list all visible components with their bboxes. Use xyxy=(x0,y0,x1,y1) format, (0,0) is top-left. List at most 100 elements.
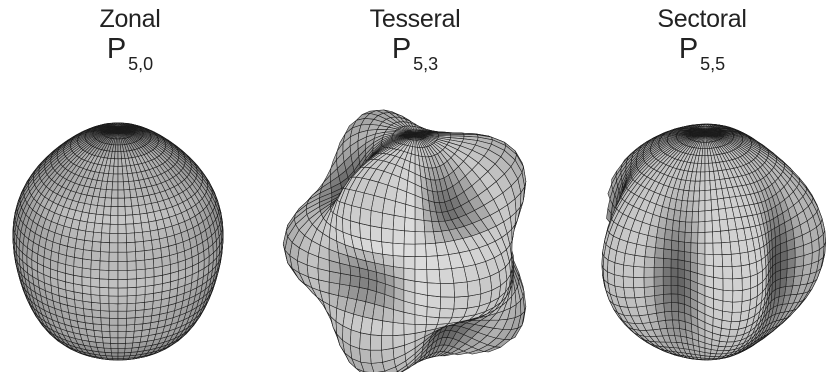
mesh-face xyxy=(645,246,656,258)
mesh-face xyxy=(415,269,427,283)
mesh-face xyxy=(393,215,405,231)
mesh-face xyxy=(118,198,125,207)
mesh-face xyxy=(112,182,118,190)
mesh-face xyxy=(705,210,712,221)
mesh-face xyxy=(85,231,94,241)
mesh-face xyxy=(126,331,134,338)
mesh-face xyxy=(131,197,139,206)
mesh-face xyxy=(646,305,656,315)
mesh-face xyxy=(685,222,692,233)
mesh-face xyxy=(143,240,152,250)
mesh-face xyxy=(100,261,109,271)
mesh-face xyxy=(691,262,698,273)
mesh-face xyxy=(394,201,406,217)
mesh-face xyxy=(109,288,118,296)
mesh-face xyxy=(686,212,693,223)
mesh-face xyxy=(705,172,710,181)
mesh-face xyxy=(663,258,671,268)
mesh-face xyxy=(350,275,360,287)
mesh-face xyxy=(126,325,135,332)
mesh-face xyxy=(720,219,729,231)
mesh-face xyxy=(713,255,723,267)
mesh-face xyxy=(382,321,393,336)
mesh-face xyxy=(687,201,694,212)
mesh-face xyxy=(701,156,705,164)
mesh-face xyxy=(111,353,118,356)
mesh-face xyxy=(112,356,118,359)
mesh-face xyxy=(415,244,426,257)
symbol-letter: P xyxy=(107,33,126,65)
mesh-face xyxy=(705,276,714,289)
mesh-face xyxy=(116,139,118,145)
mesh-face xyxy=(672,220,679,231)
mesh-face xyxy=(111,343,118,348)
mesh-face xyxy=(101,242,110,252)
mesh-face xyxy=(93,317,102,325)
mesh-face xyxy=(702,149,705,156)
mesh-face xyxy=(83,250,92,260)
mesh-face xyxy=(123,182,129,190)
mesh-face xyxy=(109,296,118,304)
mesh-face xyxy=(644,267,654,277)
mesh-face xyxy=(127,279,136,288)
mesh-face xyxy=(705,254,714,266)
mesh-face xyxy=(91,295,100,304)
mesh-face xyxy=(370,350,382,363)
mesh-face xyxy=(404,256,415,269)
mesh-face xyxy=(404,244,415,257)
mesh-face xyxy=(118,271,127,280)
mesh-face xyxy=(635,297,646,307)
mesh-face xyxy=(125,337,133,343)
mesh-face xyxy=(109,318,118,325)
mesh-face xyxy=(118,190,124,198)
mesh-face xyxy=(145,285,154,294)
mesh-face xyxy=(144,250,153,260)
mesh-face xyxy=(91,302,100,310)
mesh-face xyxy=(82,285,91,294)
mesh-face xyxy=(371,319,383,336)
mesh-face xyxy=(684,261,690,272)
mesh-face xyxy=(135,317,144,325)
mesh-face xyxy=(693,201,700,212)
mesh-face xyxy=(100,287,109,296)
mesh-face xyxy=(100,252,109,262)
mesh-face xyxy=(118,348,125,352)
mesh-face xyxy=(118,279,127,288)
mesh-face xyxy=(733,278,743,291)
mesh-face xyxy=(678,268,684,278)
mesh-face xyxy=(115,145,118,152)
mesh-face xyxy=(95,214,104,224)
mesh-face xyxy=(712,220,720,232)
panel-sectoral: Sectoral P5,5 xyxy=(572,0,832,372)
mesh-face xyxy=(93,232,102,242)
mesh-face xyxy=(705,149,708,156)
mesh-face xyxy=(370,335,382,351)
mesh-face xyxy=(663,268,671,277)
mesh-face xyxy=(426,243,438,256)
mesh-face xyxy=(467,280,481,297)
mesh-face xyxy=(118,145,121,152)
mesh-face xyxy=(633,277,644,288)
mesh-face xyxy=(723,267,733,279)
mesh-face xyxy=(742,277,751,291)
mesh-face xyxy=(118,304,127,312)
mesh-face xyxy=(127,242,136,252)
mesh-face xyxy=(83,240,92,250)
mesh-face xyxy=(697,253,705,265)
mesh-face xyxy=(383,254,394,266)
mesh-face xyxy=(710,180,716,190)
mesh-face xyxy=(624,288,635,298)
mesh-face xyxy=(118,296,127,304)
mesh-face xyxy=(454,282,468,297)
mesh-face xyxy=(101,311,110,319)
mesh-face xyxy=(691,243,698,254)
mesh-face xyxy=(104,348,111,353)
mesh-face xyxy=(134,232,143,242)
mesh-face xyxy=(663,294,671,303)
mesh-face xyxy=(370,226,382,242)
mesh-face xyxy=(101,318,110,325)
mesh-face xyxy=(152,239,161,250)
mesh-face xyxy=(103,337,111,343)
